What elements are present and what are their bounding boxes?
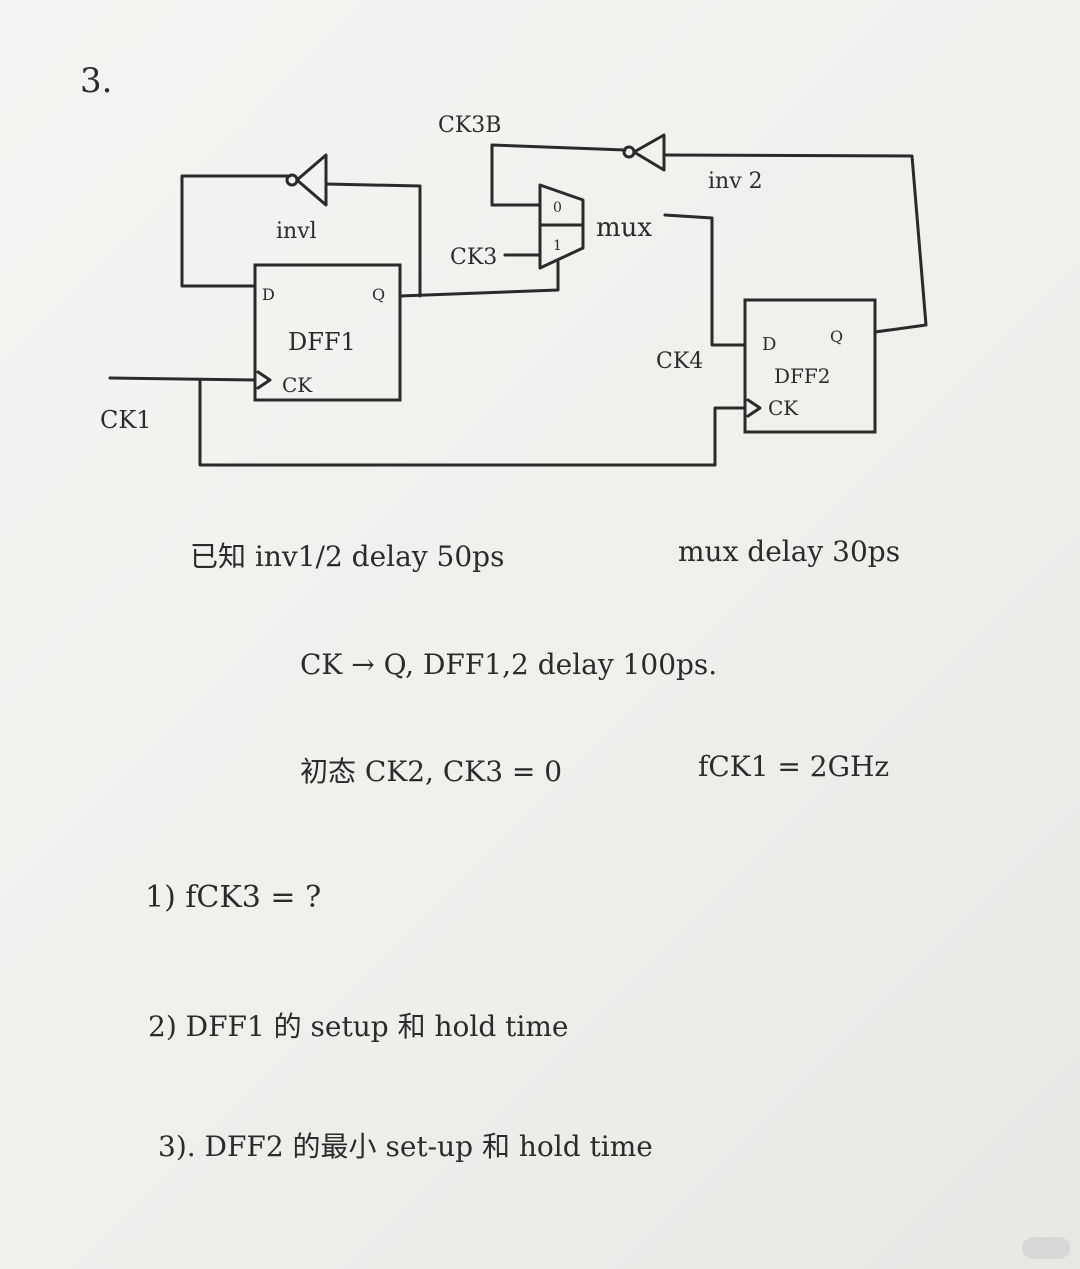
dff1-d-pin: D <box>262 285 275 304</box>
dff2-box <box>743 298 877 434</box>
inv1-wire-right <box>324 182 422 298</box>
inv2-label: inv 2 <box>708 169 763 194</box>
dff1-q-pin: Q <box>372 285 385 304</box>
mux-label: mux <box>596 213 652 243</box>
question-3: 3). DFF2 的最小 set-up 和 hold time <box>158 1130 653 1163</box>
ck1-to-dff2-wire <box>198 378 747 467</box>
ck3b-wire <box>490 143 627 207</box>
dff2-ck-pin: CK <box>768 396 799 420</box>
dff2-d-pin: D <box>762 334 776 355</box>
mux-input-1: 1 <box>553 238 562 254</box>
dff2-q-pin: Q <box>830 327 843 346</box>
dff1-q-to-mux-wire <box>398 260 560 298</box>
inv1-triangle <box>295 153 328 207</box>
inv1-label: invl <box>276 219 317 244</box>
dff1-name: DFF1 <box>288 328 356 356</box>
dff1-box <box>253 263 402 402</box>
given-ck1-frequency: fCK1 = 2GHz <box>698 750 890 783</box>
dff1-clock-triangle <box>256 370 272 390</box>
dff2-clock-triangle <box>746 398 762 418</box>
inv2-bubble <box>622 145 636 159</box>
question-1: 1) fCK3 = ? <box>145 880 322 915</box>
ck4-label: CK4 <box>656 349 703 374</box>
dff2-name: DFF2 <box>774 364 831 388</box>
ck3-label: CK3 <box>450 245 497 270</box>
mux-output-ck4-wire <box>663 213 747 347</box>
inv1-wire-left <box>180 174 292 288</box>
problem-number: 3. <box>80 61 112 101</box>
mux-input-0: 0 <box>553 200 562 216</box>
watermark-badge <box>1022 1237 1070 1259</box>
inv2-feedback-wire <box>662 153 928 334</box>
inv2-triangle <box>632 133 666 172</box>
given-ck-to-q: CK → Q, DFF1,2 delay 100ps. <box>300 648 718 681</box>
question-2: 2) DFF1 的 setup 和 hold time <box>148 1010 569 1043</box>
ck3b-label: CK3B <box>438 113 501 138</box>
given-delays-inv: 已知 inv1/2 delay 50ps <box>190 540 505 573</box>
given-delays-mux: mux delay 30ps <box>678 535 901 568</box>
circuit-diagram: 3. D Q DFF1 CK invl 0 1 mux CK3 CK3B in <box>80 61 928 467</box>
ck1-label: CK1 <box>100 406 152 434</box>
given-initial-state: 初态 CK2, CK3 = 0 <box>300 755 563 788</box>
inv1-bubble <box>285 173 299 187</box>
mux-shape <box>538 183 585 270</box>
dff1-ck-pin: CK <box>282 373 313 397</box>
ck1-input-wire <box>108 376 257 382</box>
